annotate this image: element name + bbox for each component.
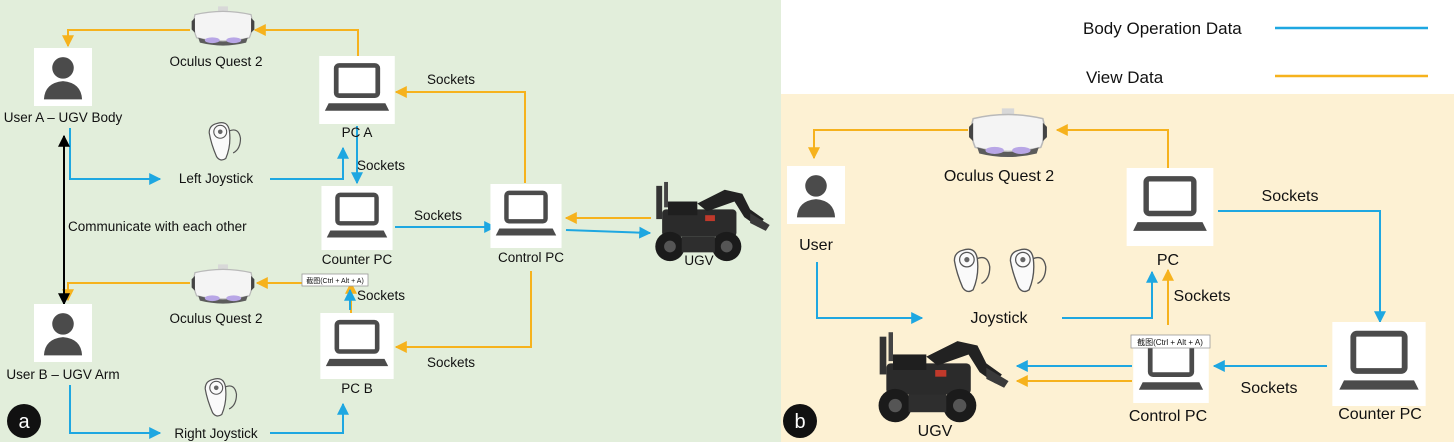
- arrow-user-a-to-left-joystick: [69, 128, 162, 185]
- arrow-oculus-top-to-user-a: [62, 29, 190, 48]
- user-label: User: [799, 237, 833, 254]
- laptop-icon: [319, 56, 395, 124]
- arrow-pca-to-oculus-top: [253, 24, 359, 56]
- oculus-label: Oculus Quest 2: [944, 168, 1054, 185]
- oculus-top-label: Oculus Quest 2: [169, 54, 262, 69]
- screenshot-tooltip: [301, 273, 369, 287]
- sockets-counter-control-label: Sockets: [1241, 380, 1298, 397]
- left-joystick-label: Left Joystick: [179, 171, 254, 186]
- panel-b-arrows: [808, 124, 1386, 387]
- panel-a-badge-label: a: [18, 411, 30, 433]
- ugv-label: UGV: [918, 423, 953, 440]
- panel-a-badge: [7, 404, 41, 438]
- pc-a-label: PC A: [342, 125, 373, 140]
- sockets-counter-pcb-label: Sockets: [357, 288, 405, 303]
- screenshot-tooltip-text: 截图(Ctrl + Alt + A): [1137, 337, 1203, 347]
- arrow-pc-to-counter: [1218, 210, 1386, 324]
- panel-a-nodes: Oculus Quest 2 User A – UGV Body Left Jo…: [4, 5, 770, 441]
- arrow-joystick-to-pc: [1062, 270, 1158, 319]
- screenshot-tooltip-text: 截图(Ctrl + Alt + A): [306, 276, 364, 285]
- right-joystick-label: Right Joystick: [174, 426, 258, 441]
- pc-b-label: PC B: [341, 381, 373, 396]
- arrow-left-joystick-to-pca: [270, 146, 349, 180]
- user-silhouette-icon: [34, 48, 92, 106]
- sockets-pcb-control-label: Sockets: [427, 355, 475, 370]
- user-b-label: User B – UGV Arm: [6, 367, 119, 382]
- sockets-pca-control-label: Sockets: [427, 72, 475, 87]
- sockets-control-pc-label: Sockets: [1174, 288, 1231, 305]
- counter-pc-label: Counter PC: [322, 252, 393, 267]
- laptop-icon: [490, 184, 561, 248]
- joystick-label: Joystick: [971, 310, 1029, 327]
- arrow-control-to-pcb: [394, 271, 532, 353]
- communicate-label: Communicate with each other: [68, 219, 247, 234]
- control-pc-label: Control PC: [498, 250, 564, 265]
- counter-pc-label: Counter PC: [1338, 406, 1422, 423]
- panel-a-arrows: [58, 24, 652, 439]
- panel-b-badge: [783, 404, 817, 438]
- user-a-label: User A – UGV Body: [4, 110, 123, 125]
- sockets-counter-control-label: Sockets: [414, 208, 462, 223]
- arrow-oculus-to-user: [808, 129, 968, 160]
- laptop-icon: [1127, 168, 1214, 246]
- sockets-pc-counter-label: Sockets: [1262, 188, 1319, 205]
- ugv-label: UGV: [684, 253, 713, 268]
- user-silhouette-icon: [34, 304, 92, 362]
- arrow-control-to-pca: [394, 86, 526, 183]
- arrow-user-b-to-right-joystick: [69, 385, 162, 439]
- arrow-user-to-joystick: [816, 262, 924, 324]
- legend-view-label: View Data: [1086, 68, 1164, 87]
- screenshot-tooltip: [1130, 334, 1211, 349]
- sockets-pca-counter-label: Sockets: [357, 158, 405, 173]
- arrow-right-joystick-to-pcb: [270, 402, 349, 434]
- arrow-pc-to-oculus: [1055, 124, 1169, 168]
- laptop-icon: [320, 313, 393, 379]
- arrow-control-to-ugv: [565, 226, 652, 239]
- oculus-bottom-label: Oculus Quest 2: [169, 311, 262, 326]
- legend-body-operation-label: Body Operation Data: [1083, 19, 1242, 38]
- panel-b-nodes: Oculus Quest 2 User PC Sockets Joystick …: [783, 107, 1426, 440]
- control-pc-label: Control PC: [1129, 408, 1207, 425]
- pc-label: PC: [1157, 252, 1179, 269]
- user-silhouette-icon: [787, 166, 845, 224]
- panel-b-badge-label: b: [794, 411, 805, 433]
- laptop-icon: [321, 186, 392, 250]
- laptop-icon: [1332, 322, 1425, 406]
